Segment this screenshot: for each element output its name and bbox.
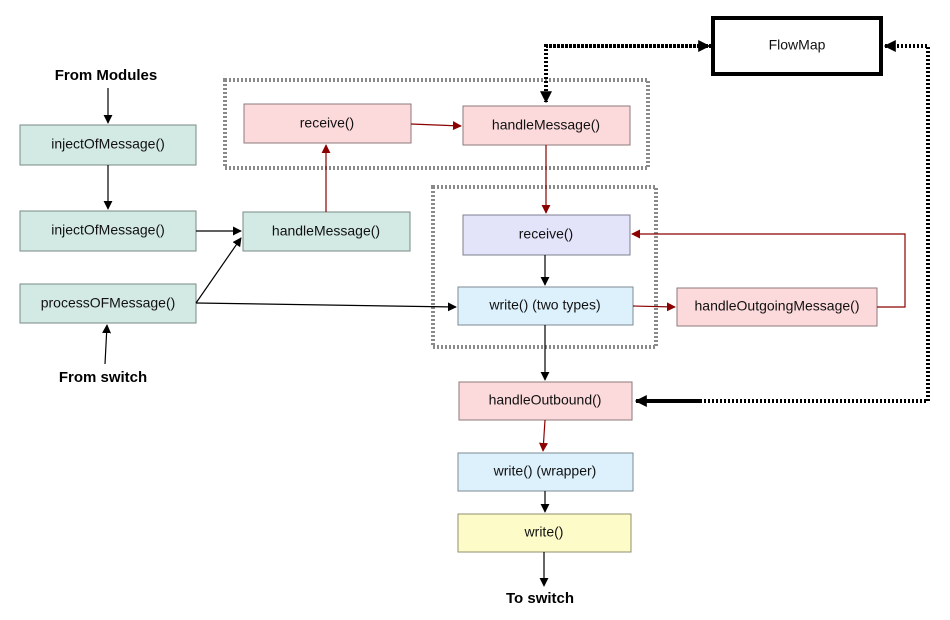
- arrow-flowmap-to-handle-message: [540, 44, 711, 104]
- node-label: injectOfMessage(): [51, 222, 165, 238]
- node-receive-top: receive(): [243, 103, 412, 144]
- arrow-outgoing-to-receive: [631, 229, 906, 308]
- node-label: write() (two types): [488, 297, 600, 313]
- node-handle-outbound: handleOutbound(): [458, 381, 633, 421]
- from-modules-label: From Modules: [55, 67, 158, 84]
- arrow-outbound-to-flowmap: [636, 40, 930, 403]
- node-label: FlowMap: [769, 37, 826, 53]
- arrow-process-to-handle: [195, 237, 242, 304]
- from-switch-label: From switch: [59, 369, 147, 386]
- node-label: handleOutbound(): [489, 392, 602, 408]
- node-inject-of-message-1: injectOfMessage(): [19, 124, 197, 166]
- arrow-from-switch: [102, 324, 112, 365]
- group-container-top: [223, 78, 650, 170]
- arrow-process-to-write: [195, 302, 457, 312]
- node-write-two-types: write() (two types): [457, 286, 634, 326]
- to-switch-label: To switch: [506, 590, 574, 607]
- node-label: handleMessage(): [492, 117, 600, 133]
- arrow-outbound-to-wrapper: [539, 419, 549, 452]
- node-label: handleOutgoingMessage(): [695, 298, 860, 314]
- node-label: handleMessage(): [272, 223, 380, 239]
- arrow-write-to-outgoing: [632, 302, 676, 312]
- node-flowmap: FlowMap: [711, 16, 883, 76]
- node-handle-outgoing-message: handleOutgoingMessage(): [676, 287, 878, 327]
- node-label: receive(): [300, 115, 354, 131]
- node-write-wrapper: write() (wrapper): [457, 452, 634, 492]
- node-label: receive(): [519, 226, 573, 242]
- node-label: injectOfMessage(): [51, 136, 165, 152]
- node-write-final: write(): [457, 513, 632, 553]
- group-container-mid: [431, 185, 658, 349]
- node-receive-mid: receive(): [462, 214, 631, 256]
- node-inject-of-message-2: injectOfMessage(): [19, 210, 197, 252]
- node-label: processOFMessage(): [41, 295, 176, 311]
- arrow-receive-to-handle-top: [410, 121, 462, 131]
- node-handle-message-mid: handleMessage(): [242, 211, 411, 252]
- node-handle-message-top: handleMessage(): [462, 105, 631, 146]
- node-process-of-message: processOFMessage(): [19, 283, 197, 324]
- node-label: write(): [524, 524, 564, 540]
- node-label: write() (wrapper): [493, 463, 597, 479]
